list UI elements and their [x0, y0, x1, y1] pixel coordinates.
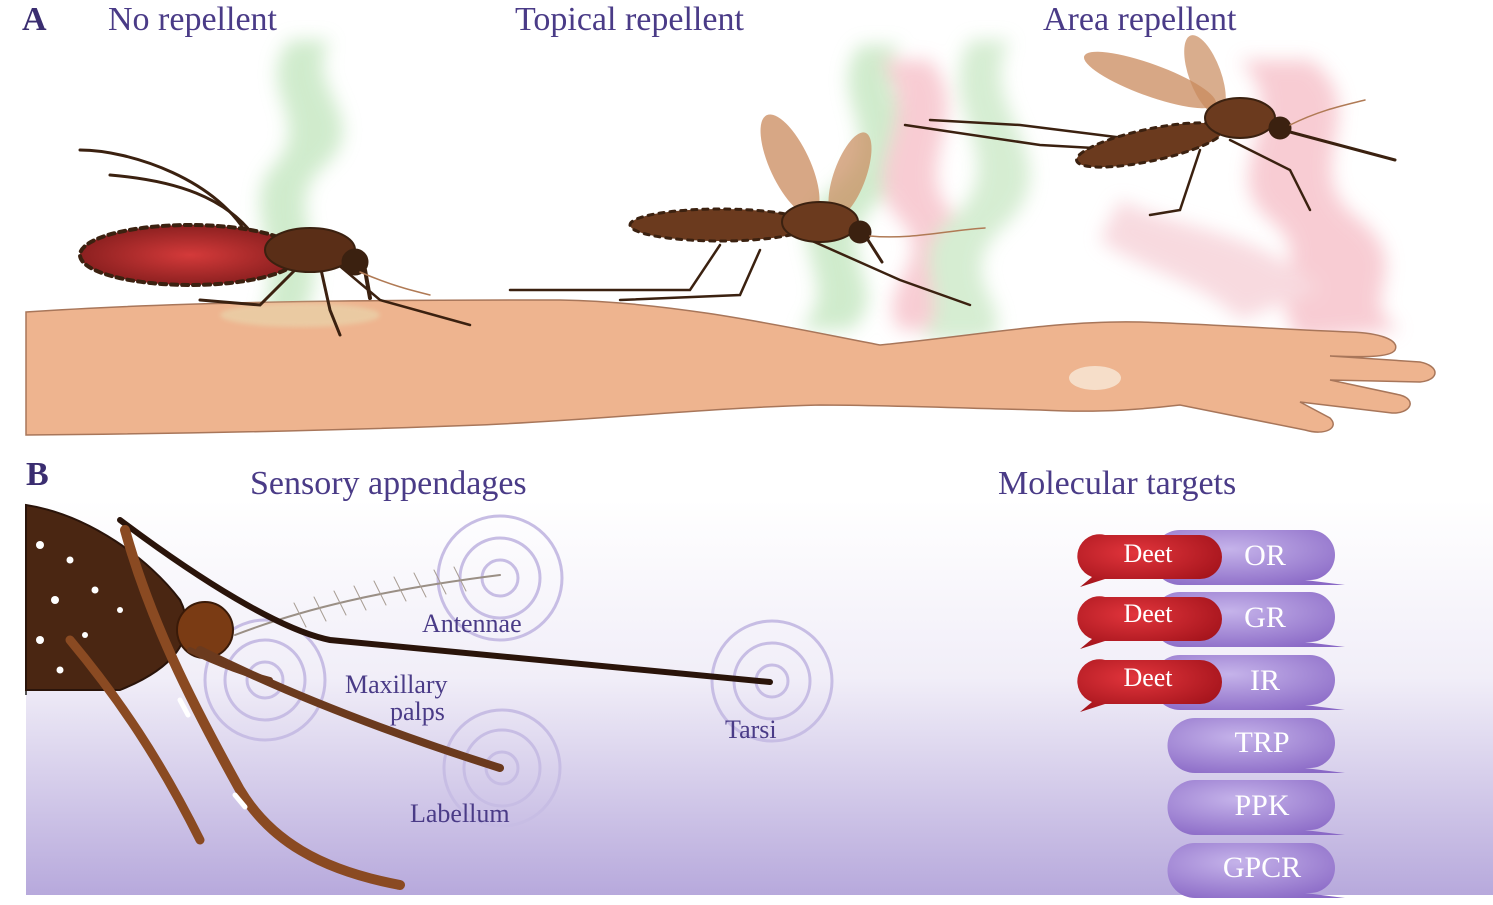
closeup-antenna — [234, 574, 501, 636]
label-tarsi: Tarsi — [725, 715, 777, 744]
panel-a: A No repellent Topical repellent Area re… — [22, 1, 1436, 436]
arm — [25, 299, 1436, 436]
closeup-thorax — [25, 503, 188, 691]
rings-labellum — [442, 708, 562, 828]
closeup-leg-long — [120, 525, 405, 890]
target-trp-label: TRP — [1234, 726, 1289, 759]
title-topical-repellent: Topical repellent — [515, 1, 744, 38]
mosquito-topical — [508, 114, 986, 307]
mosquito-closeup — [25, 503, 773, 890]
wrist-patch — [1069, 366, 1121, 390]
target-or-deet: Deet — [1123, 539, 1173, 568]
panel-b: B Sensory appendages Molecular targets — [25, 456, 1493, 898]
bite-site — [220, 303, 380, 327]
rings-palps — [203, 618, 327, 742]
target-ir: IR Deet — [1077, 655, 1345, 712]
target-ir-deet: Deet — [1123, 663, 1173, 692]
target-trp: TRP — [1167, 718, 1345, 773]
target-ppk-label: PPK — [1234, 789, 1289, 822]
odor-plume-1 — [260, 40, 343, 320]
target-gpcr-label: GPCR — [1223, 851, 1301, 884]
target-ppk: PPK — [1167, 780, 1345, 835]
target-ir-label: IR — [1250, 664, 1280, 697]
closeup-leg-front — [117, 517, 773, 685]
label-antennae: Antennae — [422, 609, 522, 638]
mosquito-area — [903, 35, 1397, 217]
label-palps: palps — [390, 697, 445, 726]
title-no-repellent: No repellent — [108, 1, 278, 38]
target-gr: GR Deet — [1077, 592, 1345, 649]
target-gr-label: GR — [1244, 601, 1286, 634]
label-maxillary: Maxillary — [345, 670, 448, 699]
odor-plume-3 — [920, 40, 1030, 340]
target-list: OR Deet GR Deet IR Deet TRP — [1077, 530, 1345, 898]
mosquito-feeding — [78, 148, 472, 337]
panel-a-letter: A — [22, 1, 47, 38]
repellent-plume-3b — [1100, 200, 1320, 320]
target-gpcr: GPCR — [1167, 843, 1345, 898]
sensory-appendages-title: Sensory appendages — [250, 465, 527, 502]
target-gr-deet: Deet — [1123, 599, 1173, 628]
closeup-leg-back — [65, 635, 205, 845]
label-labellum: Labellum — [410, 799, 510, 828]
closeup-palp — [187, 647, 273, 683]
sensor-rings — [203, 514, 834, 828]
target-or-label: OR — [1244, 539, 1286, 572]
molecular-targets-title: Molecular targets — [998, 465, 1236, 502]
panel-b-letter: B — [26, 456, 49, 493]
title-area-repellent: Area repellent — [1043, 1, 1237, 38]
target-or: OR Deet — [1077, 530, 1345, 587]
